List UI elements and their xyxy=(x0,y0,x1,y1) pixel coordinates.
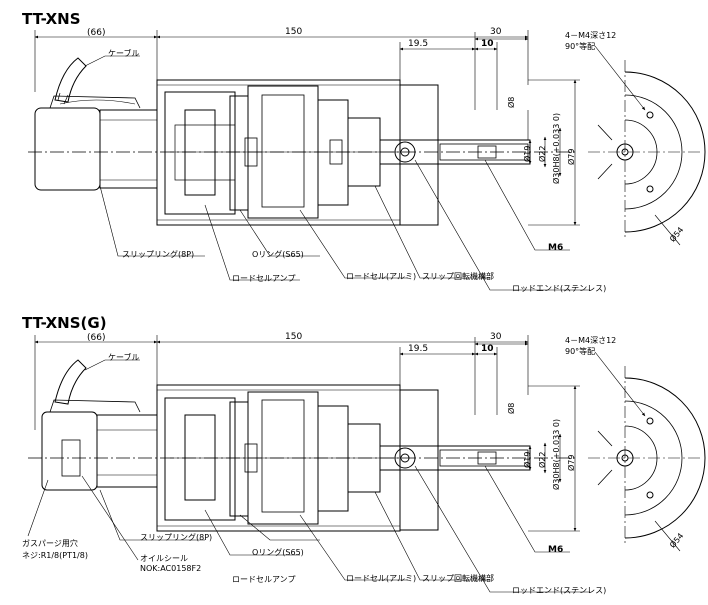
callout-slip-rotating: スリップ回転機構部 xyxy=(422,574,494,583)
callout-oil-seal-line1: オイルシール xyxy=(140,554,188,563)
callout-slip-ring: スリップリング(8P) xyxy=(140,533,213,542)
dia-22: Ø22 xyxy=(538,451,547,468)
dia-bore: Ø30H8(+0.033 0) xyxy=(552,112,561,184)
dia-rod: Ø8 xyxy=(507,96,516,108)
dim-19-5: 19.5 xyxy=(408,39,429,49)
callout-rod-end: ロッドエンド(ステンレス) xyxy=(512,284,607,293)
end-view-top xyxy=(588,45,706,246)
dia-body: Ø79 xyxy=(567,454,576,471)
dim-cable-length: (66) xyxy=(87,28,106,38)
dim-10: 10 xyxy=(481,39,494,49)
callout-cable: ケーブル xyxy=(108,49,140,58)
hole-note-line2: 90°等配 xyxy=(565,42,596,51)
callout-oring: Oリング(S65) xyxy=(252,548,304,557)
dim-body-length: 150 xyxy=(285,332,303,342)
dim-19-5: 19.5 xyxy=(408,344,429,354)
hole-note-line2: 90°等配 xyxy=(565,347,596,356)
callout-slip-ring: スリップリング(8P) xyxy=(122,250,195,259)
thread-m6: M6 xyxy=(548,243,564,253)
callout-rod-end: ロッドエンド(ステンレス) xyxy=(512,586,607,595)
dim-rod-length: 30 xyxy=(490,27,502,37)
dim-body-length: 150 xyxy=(285,27,303,37)
callout-gas-purge-line1: ガスパージ用穴 xyxy=(22,539,78,548)
side-view-top xyxy=(28,30,580,226)
callout-cable: ケーブル xyxy=(108,353,140,362)
dia-body: Ø79 xyxy=(567,148,576,165)
callout-load-cell-amp: ロードセルアンプ xyxy=(232,575,296,584)
hole-note-line1: 4－M4深さ12 xyxy=(565,336,617,345)
dia-22: Ø22 xyxy=(538,145,547,162)
thread-m6: M6 xyxy=(548,545,564,555)
dia-bore: Ø30H8(+0.033 0) xyxy=(552,418,561,490)
callout-oring: Oリング(S65) xyxy=(252,250,304,259)
dim-10: 10 xyxy=(481,344,494,354)
drawing-title: TT-XNS(G) xyxy=(22,314,107,332)
dia-rod: Ø8 xyxy=(507,402,516,414)
dim-cable-length: (66) xyxy=(87,333,106,343)
callout-gas-purge-line2: ネジ:R1/8(PT1/8) xyxy=(22,551,88,560)
dia-19: Ø19 xyxy=(523,451,532,468)
hole-note-line1: 4－M4深さ12 xyxy=(565,31,617,40)
dia-19: Ø19 xyxy=(523,145,532,162)
callout-slip-rotating: スリップ回転機構部 xyxy=(422,272,494,281)
dim-rod-length: 30 xyxy=(490,332,502,342)
end-view-bottom xyxy=(588,351,706,552)
callout-load-cell: ロードセル(アルミ) xyxy=(346,272,417,281)
leaders-top xyxy=(84,55,590,291)
callout-load-cell: ロードセル(アルミ) xyxy=(346,574,417,583)
callout-oil-seal-line2: NOK:AC0158F2 xyxy=(140,564,202,573)
drawing-title: TT-XNS xyxy=(22,10,81,28)
side-view-bottom xyxy=(28,335,580,532)
leaders-bottom xyxy=(27,359,590,593)
callout-load-cell-amp: ロードセルアンプ xyxy=(232,274,296,283)
